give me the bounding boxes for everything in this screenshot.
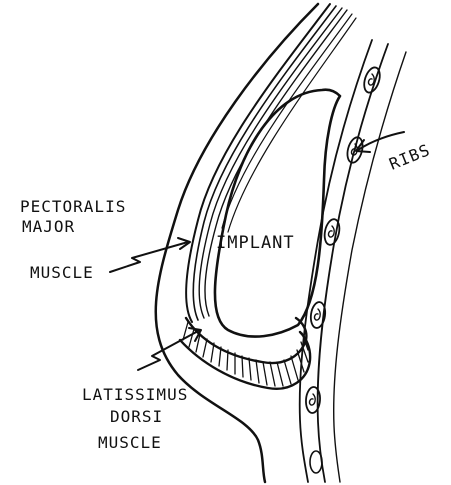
svg-text:MUSCLE: MUSCLE bbox=[30, 263, 94, 282]
pectoralis-major-label: PECTORALIS MAJOR MUSCLE bbox=[20, 197, 126, 282]
svg-text:MAJOR: MAJOR bbox=[22, 217, 75, 236]
implant-label: IMPLANT bbox=[216, 233, 295, 253]
rib-3 bbox=[322, 218, 341, 246]
chest-wall bbox=[300, 40, 406, 482]
svg-text:MUSCLE: MUSCLE bbox=[98, 433, 162, 452]
svg-text:PECTORALIS: PECTORALIS bbox=[20, 197, 126, 216]
svg-text:DORSI: DORSI bbox=[110, 407, 163, 426]
implant-shape bbox=[215, 90, 340, 337]
rib-6 bbox=[310, 451, 322, 473]
pectoralis-major-muscle bbox=[186, 4, 356, 322]
latissimus-dorsi-label: LATISSIMUS DORSI MUSCLE bbox=[82, 385, 188, 452]
pectoralis-arrow bbox=[110, 238, 190, 272]
ribs-label: RIBS bbox=[386, 140, 433, 174]
svg-text:LATISSIMUS: LATISSIMUS bbox=[82, 385, 188, 404]
